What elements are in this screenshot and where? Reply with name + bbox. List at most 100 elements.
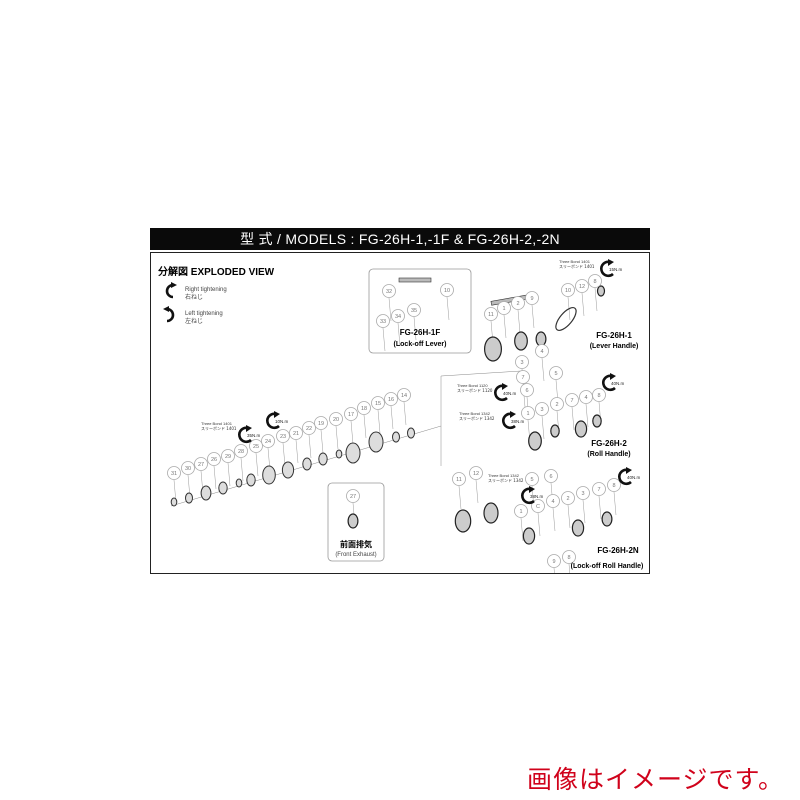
part-balloon-2: 2 [550,397,564,411]
part-balloon-30: 30 [181,461,195,475]
part-balloon-5: 5 [525,472,539,486]
svg-text:40N.m: 40N.m [611,381,625,386]
part-balloon-10: 10 [440,283,454,297]
svg-text:12: 12 [473,471,479,477]
svg-text:40N.m: 40N.m [503,391,517,396]
svg-text:スリーボンド 1342: スリーボンド 1342 [459,415,495,421]
svg-text:6: 6 [525,388,528,394]
model-fg26h1-label: FG-26H-1 [596,331,632,340]
legend-right-tightening: Right tightening 右ねじ [165,282,227,301]
legend-left-en: Left tightening [185,311,223,317]
part-balloon-14: 14 [397,388,411,402]
part-balloon-4: 4 [546,494,560,508]
svg-text:5: 5 [554,371,557,377]
legend-right-en: Right tightening [185,287,227,293]
model-fg26h1f-label: FG-26H-1F [400,328,441,337]
svg-text:27: 27 [198,462,204,468]
model-fg26h2-label: FG-26H-2 [591,439,627,448]
part-balloon-33: 33 [376,314,390,328]
part-shape [454,509,472,533]
svg-text:Three Bond 1120: Three Bond 1120 [457,383,488,388]
svg-text:6: 6 [549,474,552,480]
svg-text:22: 22 [306,426,312,432]
part-balloon-11: 11 [452,472,466,486]
part-shape [571,519,585,537]
svg-text:32: 32 [386,289,392,295]
svg-text:3: 3 [540,407,543,413]
part-balloon-28: 28 [234,444,248,458]
svg-text:18: 18 [361,406,367,412]
legend-right-jp: 右ねじ [185,293,203,301]
part-shape [522,527,536,545]
svg-text:Three Bond 1401: Three Bond 1401 [559,259,591,264]
part-shape [407,427,415,439]
part-balloon-1: 1 [514,504,528,518]
part-shape [483,502,499,524]
svg-text:7: 7 [570,398,573,404]
svg-text:2: 2 [516,301,519,307]
svg-text:スリーボンド 1401: スリーボンド 1401 [559,263,595,269]
model-fg26h1-sub: (Lever Handle) [590,343,639,350]
clockwise-torque-icon: 35N.m [238,425,261,444]
part-shape [318,452,328,466]
part-balloon-34: 34 [391,309,405,323]
svg-text:40N.m: 40N.m [627,475,641,480]
part-shape [574,420,588,438]
svg-text:14: 14 [401,393,407,399]
svg-text:8: 8 [597,393,600,399]
lock-off-lever-box [368,268,472,354]
clockwise-torque-icon: 40N.m [618,467,641,486]
svg-text:25: 25 [253,444,259,450]
part-balloon-4: 4 [535,344,549,358]
svg-text:8: 8 [612,483,615,489]
part-balloon-32: 32 [382,284,396,298]
model-fg26h2n-label: FG-26H-2N [597,546,639,555]
svg-text:3: 3 [520,360,523,366]
section-title: 分解図 EXPLODED VIEW [158,265,275,278]
part-balloon-2: 2 [561,491,575,505]
clockwise-torque-icon: 38N.m [502,411,525,430]
models-title-banner: 型 式 / MODELS : FG-26H-1,-1F & FG-26H-2,-… [150,228,650,250]
part-balloon-17: 17 [344,407,358,421]
part-balloon-24: 24 [261,434,275,448]
svg-text:17: 17 [348,412,354,418]
part-balloon-7: 7 [565,393,579,407]
svg-text:10: 10 [444,288,450,294]
part-balloon-29: 29 [221,449,235,463]
part-shape [218,481,228,495]
front-exhaust-sub: (Front Exhaust) [335,552,376,558]
front-exhaust-label: 前面排気 [340,539,372,549]
svg-text:35: 35 [411,308,417,314]
svg-text:スリーボンド 1120: スリーボンド 1120 [457,387,493,393]
part-balloon-22: 22 [302,421,316,435]
part-balloon-1: 1 [521,406,535,420]
part-balloon-9: 9 [525,291,539,305]
clockwise-torque-icon: 38N.m [521,486,544,505]
clockwise-torque-icon: 40N.m [602,373,625,392]
svg-text:1: 1 [519,509,522,515]
image-disclaimer-caption: 画像はイメージです。 [526,765,784,794]
part-balloon-9: 9 [547,554,561,568]
lever-shape [398,277,432,283]
part-shape [246,473,256,487]
part-shape [345,442,361,464]
part-balloon-6: 6 [520,383,534,397]
part-shape [592,414,602,428]
part-balloon-27: 27 [194,457,208,471]
model-fg26h1f-sub: (Lock-off Lever) [394,341,447,348]
part-balloon-8: 8 [562,550,576,564]
part-balloon-25: 25 [249,439,263,453]
svg-text:スリーボンド 1342: スリーボンド 1342 [488,477,524,483]
svg-text:C: C [536,504,540,510]
svg-text:34: 34 [395,314,401,320]
svg-text:15N.m: 15N.m [609,267,623,272]
svg-text:29: 29 [225,454,231,460]
part-balloon-7: 7 [592,482,606,496]
part-shape [392,431,400,443]
svg-text:5: 5 [530,477,533,483]
part-balloon-C: C [531,499,545,513]
